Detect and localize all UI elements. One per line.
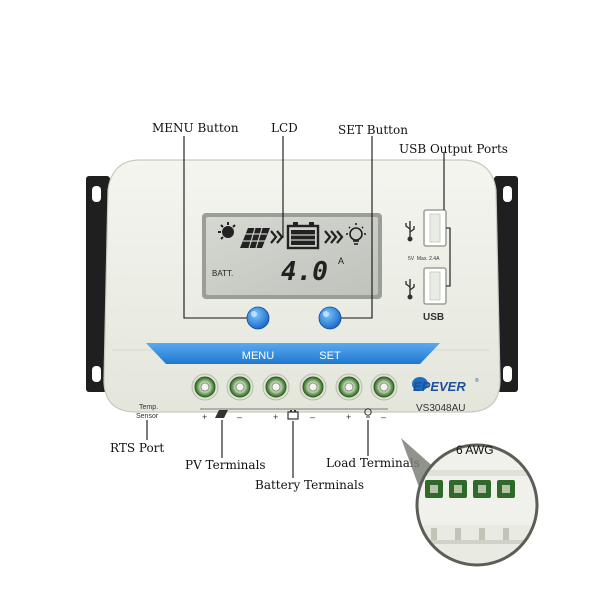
menu-button[interactable] (246, 306, 270, 330)
usb-spec: 5V Max. 2.4A (408, 256, 440, 262)
callout-load-terminals: Load Terminals (326, 456, 420, 470)
callout-battery-terminals: Battery Terminals (255, 478, 364, 492)
battery-negative-terminal (299, 373, 327, 401)
battery-positive-terminal (262, 373, 290, 401)
brand-logo: EPEVER ® (412, 377, 479, 394)
pv-positive-terminal (191, 373, 219, 401)
menu-label: MENU (242, 350, 274, 362)
callout-rts-port: RTS Port (110, 441, 164, 455)
right-mounting-bracket (494, 176, 518, 392)
polarity-mark: – (381, 412, 386, 422)
temp-sensor-label: Temp. Sensor (136, 404, 160, 420)
polarity-mark: – (237, 412, 242, 422)
callout-wire-gauge: 6 AWG (456, 443, 494, 457)
flow-arrows-icon (270, 230, 284, 244)
callout-pv-terminals: PV Terminals (185, 458, 266, 472)
button-banner: MENU SET (146, 343, 440, 364)
temp-sensor-line2: Sensor (136, 413, 159, 420)
polarity-mark: + (202, 412, 207, 422)
load-pictogram-icon (364, 408, 372, 418)
registered-mark: ® (475, 377, 479, 384)
flow-arrows-icon (324, 230, 344, 244)
model-number: VS3048AU (416, 403, 465, 414)
terminal-block (191, 373, 398, 401)
brand-text: EPEVER (413, 379, 466, 394)
zoom-terminal (497, 480, 515, 540)
pv-pictogram-icon (215, 410, 228, 418)
bulb-icon (346, 223, 366, 245)
callout-usb-output-ports: USB Output Ports (399, 142, 508, 156)
pv-negative-terminal (226, 373, 254, 401)
zoom-terminal (449, 480, 467, 540)
polarity-mark: – (310, 412, 315, 422)
callout-lines (146, 136, 451, 478)
lcd-batt-label: BATT. (212, 269, 233, 278)
sun-icon (218, 222, 236, 240)
zoom-terminal (425, 480, 443, 540)
left-mounting-bracket (86, 176, 110, 392)
callout-set-button: SET Button (338, 123, 408, 137)
polarity-mark: + (273, 412, 278, 422)
battery-icon (286, 222, 320, 250)
usb-label: USB (423, 312, 444, 323)
zoom-terminals (425, 480, 515, 540)
set-button[interactable] (318, 306, 342, 330)
lcd-unit: A (338, 256, 344, 266)
usb-icon (405, 221, 415, 300)
terminal-polarity-markings: + – + – + – (200, 408, 388, 422)
temp-sensor-line1: Temp. (139, 404, 158, 411)
load-negative-terminal (370, 373, 398, 401)
set-label: SET (319, 350, 341, 362)
callout-lcd: LCD (271, 121, 298, 135)
solar-panel-icon (240, 227, 270, 249)
wire-gauge-zoom: 6 AWG (401, 438, 539, 567)
lcd-screen: BATT. 4.0 A (202, 213, 382, 299)
zoom-terminal (473, 480, 491, 540)
callout-menu-button: MENU Button (152, 121, 239, 135)
polarity-mark: + (346, 412, 351, 422)
battery-pictogram-icon (287, 410, 299, 420)
lcd-reading: 4.0 (281, 257, 328, 287)
usb-ports: 5V Max. 2.4A USB (405, 209, 447, 323)
load-positive-terminal (335, 373, 363, 401)
